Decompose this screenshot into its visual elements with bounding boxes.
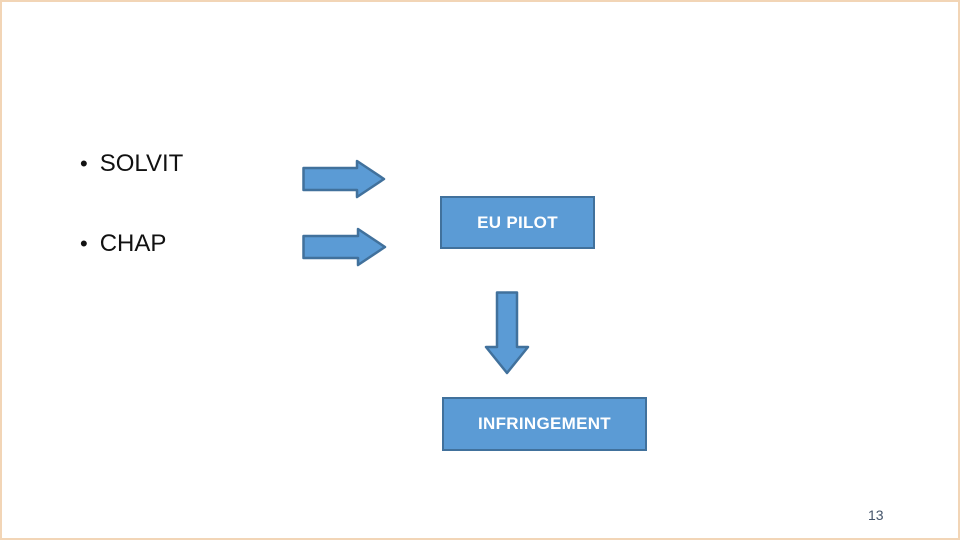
right-arrow-icon	[302, 227, 387, 267]
right-arrow-icon	[302, 159, 386, 199]
bullet-label-chap: CHAP	[99, 230, 167, 257]
bullet-label-solvit: SOLVIT	[99, 150, 184, 177]
infringement-label: INFRINGEMENT	[478, 414, 611, 433]
bullet-item-solvit: • SOLVIT	[80, 150, 183, 178]
infringement-box: INFRINGEMENT	[442, 397, 647, 451]
slide-page-number: 13	[868, 507, 884, 523]
eu-pilot-label: EU PILOT	[477, 212, 558, 232]
bullet-marker: •	[80, 231, 88, 256]
eu-pilot-box: EU PILOT	[440, 196, 595, 249]
down-arrow-icon	[484, 291, 530, 375]
bullet-item-chap: • CHAP	[80, 230, 166, 258]
bullet-marker: •	[80, 151, 88, 176]
